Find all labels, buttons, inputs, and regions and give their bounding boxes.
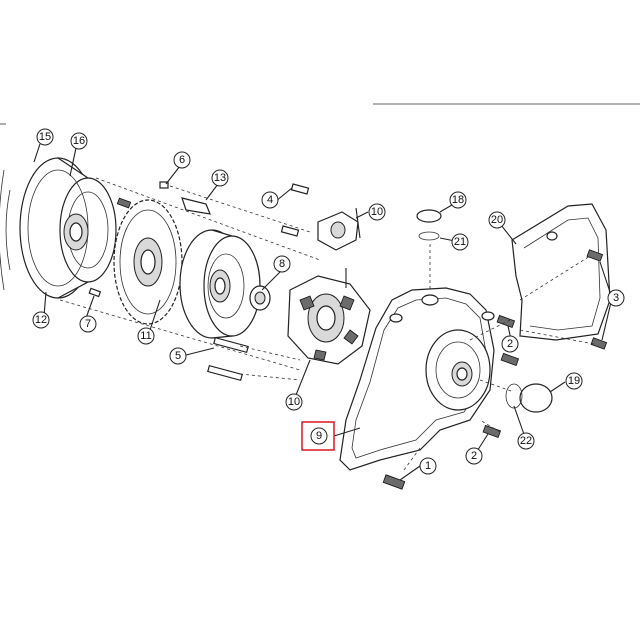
svg-text:8: 8 (279, 258, 285, 270)
svg-text:19: 19 (568, 375, 580, 387)
callout-12[interactable]: 12 (32, 311, 50, 329)
svg-text:2: 2 (471, 450, 477, 462)
bolt-4b (280, 225, 300, 237)
svg-text:3: 3 (613, 292, 619, 304)
bolt-7 (88, 287, 102, 298)
callout-6[interactable]: 6 (173, 151, 191, 169)
callout-9[interactable]: 9 (310, 427, 328, 445)
part-bushing (249, 285, 271, 311)
svg-text:6: 6 (179, 154, 185, 166)
svg-text:18: 18 (452, 194, 464, 206)
svg-text:11: 11 (140, 330, 151, 342)
svg-text:10: 10 (288, 396, 300, 408)
callout-highlight-box (301, 421, 335, 451)
bolt-3a (586, 249, 604, 262)
bolt-16 (116, 197, 132, 209)
bolt-1 (382, 474, 406, 490)
svg-text:9: 9 (316, 430, 322, 442)
callout-19[interactable]: 19 (565, 372, 583, 390)
bolt-3b (590, 337, 608, 350)
bolt-5a (213, 336, 249, 354)
callout-10[interactable]: 10 (285, 393, 303, 411)
part-drive-pulley (0, 157, 117, 299)
callout-11[interactable]: 11 (137, 327, 155, 345)
bolt-6 (159, 181, 169, 189)
part-plug (416, 209, 442, 241)
part-sprocket (113, 199, 183, 325)
svg-text:22: 22 (520, 435, 532, 447)
svg-text:12: 12 (35, 314, 47, 326)
callout-2[interactable]: 2 (501, 335, 519, 353)
callout-8[interactable]: 8 (273, 255, 291, 273)
callout-4[interactable]: 4 (261, 191, 279, 209)
callout-3[interactable]: 3 (607, 289, 625, 307)
callout-16[interactable]: 16 (70, 132, 88, 150)
svg-text:4: 4 (267, 194, 273, 206)
part-engine-cover (339, 287, 495, 471)
callout-22[interactable]: 22 (517, 432, 535, 450)
callout-13[interactable]: 13 (211, 169, 229, 187)
bolt-group (88, 181, 608, 490)
part-clutch-assembly (287, 268, 371, 365)
callout-10[interactable]: 10 (368, 203, 386, 221)
callout-1[interactable]: 1 (419, 457, 437, 475)
svg-text:16: 16 (73, 135, 85, 147)
bolt-2b (500, 352, 520, 367)
svg-text:2: 2 (507, 338, 513, 350)
part-bracket (181, 197, 211, 215)
callout-20[interactable]: 20 (488, 211, 506, 229)
alignment-lines (59, 177, 595, 471)
part-upper-housing (317, 207, 361, 251)
svg-text:21: 21 (454, 236, 466, 248)
callout-7[interactable]: 7 (79, 315, 97, 333)
callout-18[interactable]: 18 (449, 191, 467, 209)
bolt-4a (290, 183, 310, 195)
svg-text:5: 5 (175, 350, 181, 362)
svg-text:10: 10 (371, 206, 383, 218)
part-cap (505, 383, 553, 413)
callout-5[interactable]: 5 (169, 347, 187, 365)
part-clutch-drum (179, 229, 261, 339)
svg-text:7: 7 (85, 318, 91, 330)
callout-15[interactable]: 15 (36, 128, 54, 146)
svg-text:1: 1 (425, 460, 431, 472)
bolt-2c (482, 424, 502, 439)
bolt-5b (207, 364, 243, 382)
bolt-2a (496, 314, 516, 329)
svg-text:13: 13 (214, 172, 226, 184)
callout-2[interactable]: 2 (465, 447, 483, 465)
svg-text:15: 15 (39, 131, 51, 143)
svg-text:20: 20 (491, 214, 503, 226)
callout-21[interactable]: 21 (451, 233, 469, 251)
part-cover-plate (511, 203, 611, 341)
